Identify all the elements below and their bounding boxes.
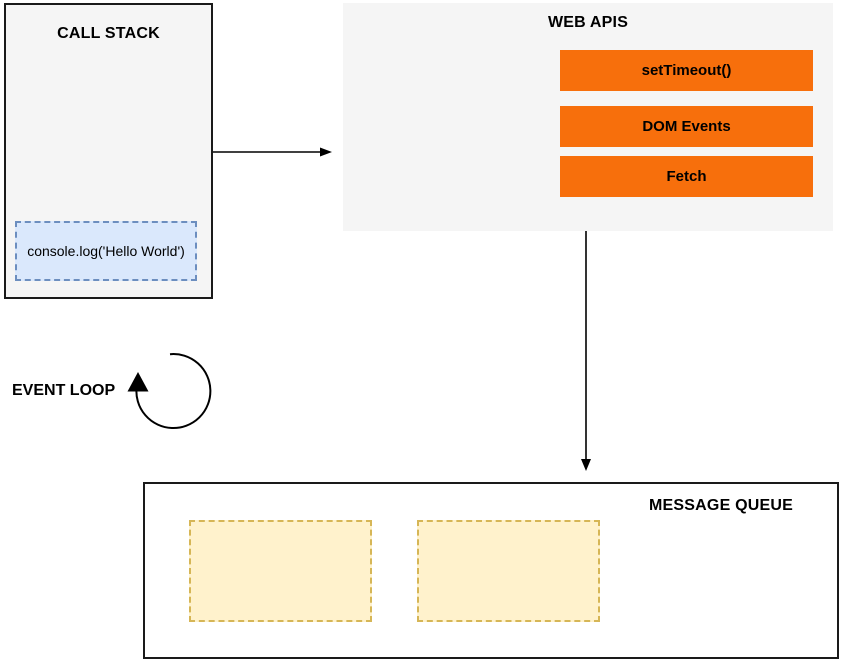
web-api-settimeout: setTimeout() bbox=[560, 50, 813, 91]
arrow-down-icon bbox=[581, 231, 591, 471]
event-loop-label: EVENT LOOP bbox=[12, 382, 116, 399]
call-stack-frame: console.log('Hello World') bbox=[15, 221, 197, 281]
web-api-dom-events: DOM Events bbox=[560, 106, 813, 147]
message-queue-panel: MESSAGE QUEUE bbox=[143, 482, 839, 659]
web-apis-title: WEB APIS bbox=[547, 14, 629, 31]
message-queue-title: MESSAGE QUEUE bbox=[649, 497, 793, 514]
circular-arrow-icon bbox=[127, 353, 212, 430]
arrow-right-icon bbox=[213, 147, 332, 157]
call-stack-frame-label: console.log('Hello World') bbox=[27, 243, 185, 259]
web-apis-panel: WEB APIS setTimeout() DOM Events Fetch bbox=[343, 3, 833, 231]
web-api-fetch: Fetch bbox=[560, 156, 813, 197]
call-stack-title: CALL STACK bbox=[57, 25, 160, 42]
message-queue-slot bbox=[417, 520, 600, 622]
message-queue-slot bbox=[189, 520, 372, 622]
